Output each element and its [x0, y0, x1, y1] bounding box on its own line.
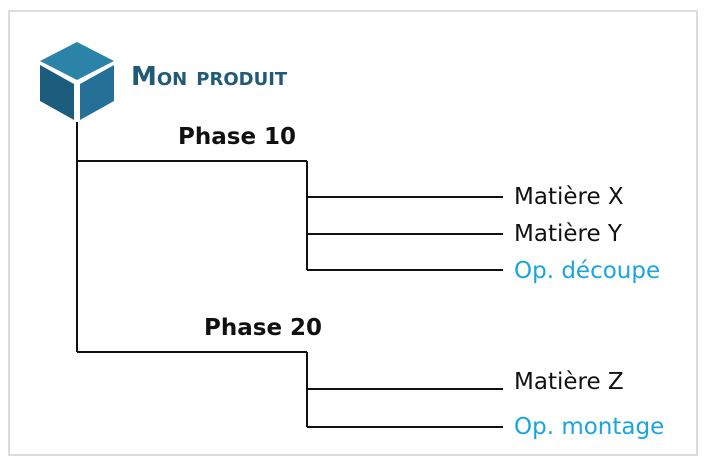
leaf-label-operation: Op. montage: [514, 414, 664, 440]
phase-group: Phase 20 Matière Z Op. montage: [77, 315, 664, 440]
leaf-label: Matière Y: [514, 221, 623, 247]
box-icon-top: [40, 42, 114, 80]
box-icon-right: [80, 65, 114, 120]
product-title: Mon produit: [131, 62, 288, 92]
phase-label: Phase 20: [204, 315, 322, 341]
leaf-label-operation: Op. découpe: [514, 258, 660, 284]
leaf-label: Matière Z: [514, 369, 624, 395]
phase-label: Phase 10: [178, 124, 296, 150]
box-icon-left: [40, 65, 74, 120]
box-icon: [40, 42, 114, 120]
leaf-label: Matière X: [514, 184, 624, 210]
phase-group: Phase 10 Matière X Matière Y Op. découpe: [77, 124, 660, 284]
